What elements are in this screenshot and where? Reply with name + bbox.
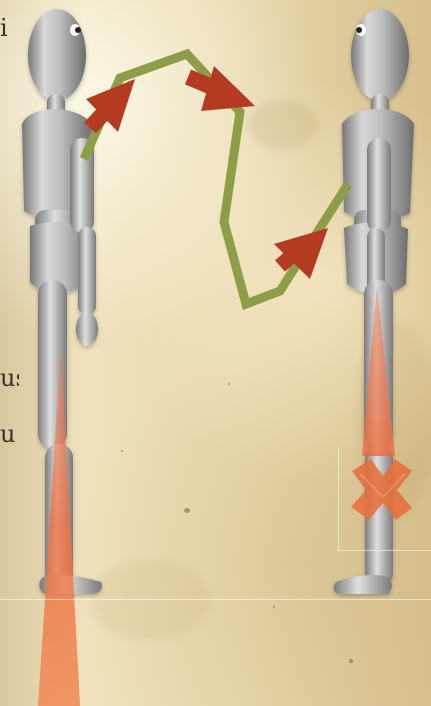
left-mannequin-forearm bbox=[78, 227, 96, 315]
transparent-overlay-frame bbox=[338, 447, 431, 551]
right-mannequin-pupil bbox=[356, 27, 362, 33]
left-mannequin-hand bbox=[76, 312, 98, 346]
bottom-frame-line bbox=[0, 599, 431, 600]
left-mannequin-head bbox=[28, 9, 86, 101]
left-mannequin-pupil bbox=[75, 27, 81, 33]
right-mannequin-head bbox=[351, 9, 409, 101]
red-arrow-3 bbox=[274, 228, 328, 279]
right-mannequin-upper-arm bbox=[367, 138, 391, 233]
red-arrow-1 bbox=[86, 79, 135, 132]
right-mannequin-foot bbox=[334, 575, 392, 594]
red-arrow-2 bbox=[188, 66, 255, 111]
